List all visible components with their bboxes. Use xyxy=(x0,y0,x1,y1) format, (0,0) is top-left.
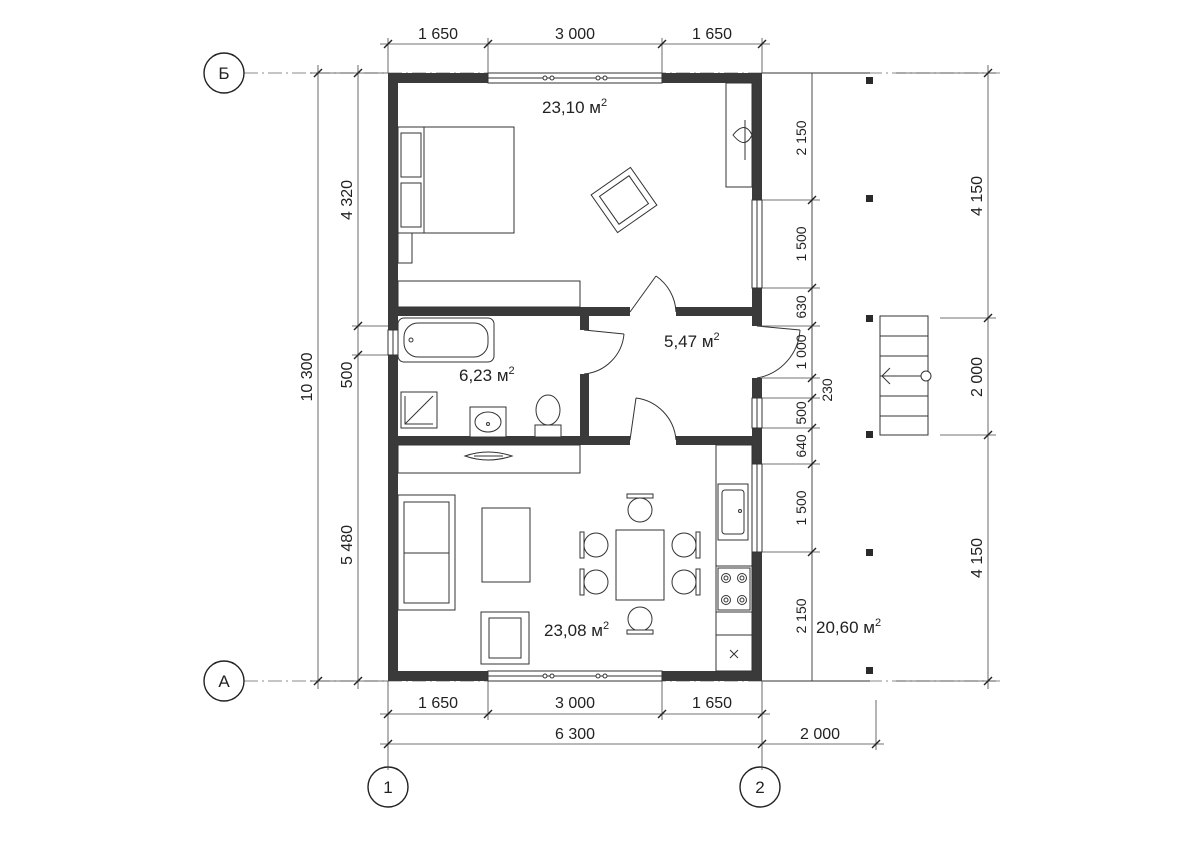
svg-text:23,08 м2: 23,08 м2 xyxy=(544,620,609,640)
dining-table xyxy=(615,529,665,601)
room-area-bathroom: 6,23 м2 xyxy=(459,365,515,385)
svg-text:5,47 м2: 5,47 м2 xyxy=(664,331,720,351)
kitchen-counter xyxy=(715,444,753,672)
svg-text:2: 2 xyxy=(755,778,764,797)
room-area-living: 23,08 м2 xyxy=(544,620,609,640)
dimension-left: 10 300 4 320 500 5 480 xyxy=(299,65,388,689)
svg-text:20,60 м2: 20,60 м2 xyxy=(816,617,881,637)
dim-right-outer-2: 2 000 xyxy=(969,357,986,397)
windows xyxy=(387,72,763,682)
axis-bubble-1: 1 xyxy=(367,766,409,808)
axis-bubble-2: 2 xyxy=(739,766,781,808)
dim-right-8: 2 150 xyxy=(793,598,809,633)
dim-right-outer-1: 4 150 xyxy=(969,176,986,216)
interior-walls xyxy=(398,307,752,445)
toilet xyxy=(534,394,562,438)
sofa xyxy=(397,494,456,611)
dim-right-2: 1 500 xyxy=(793,226,809,261)
bathtub xyxy=(397,317,495,363)
dim-left-2: 500 xyxy=(339,362,356,389)
exterior-walls xyxy=(388,73,762,681)
sink xyxy=(469,406,507,438)
dim-right-outer-3: 4 150 xyxy=(969,538,986,578)
axis-bubble-a: А xyxy=(203,660,245,702)
doors xyxy=(583,275,801,441)
coffee-table xyxy=(481,507,531,583)
dim-right-1: 2 150 xyxy=(793,120,809,155)
shower xyxy=(400,391,438,429)
dim-left-total: 10 300 xyxy=(299,352,316,401)
room-area-terrace: 20,60 м2 xyxy=(816,617,881,637)
dimension-top: 1 650 3 000 1 650 xyxy=(380,26,770,73)
svg-text:А: А xyxy=(218,672,230,691)
svg-text:1: 1 xyxy=(383,778,392,797)
room-area-hall: 5,47 м2 xyxy=(664,331,720,351)
kitchen-sink xyxy=(717,483,749,541)
dimension-right-inner: 2 150 1 500 630 1 000 500 640 1 500 2 15… xyxy=(762,73,835,681)
dim-left-1: 4 320 xyxy=(339,180,356,220)
svg-text:Б: Б xyxy=(218,64,229,83)
dim-right-6: 640 xyxy=(793,434,809,458)
bed xyxy=(397,126,515,264)
terrace xyxy=(762,72,873,682)
bedroom-cabinet xyxy=(725,82,753,188)
dim-right-3: 630 xyxy=(793,295,809,319)
dim-right-5: 500 xyxy=(793,401,809,425)
dim-left-3: 5 480 xyxy=(339,525,356,565)
axis-bubble-b: Б xyxy=(203,52,245,94)
armchair-bedroom xyxy=(590,166,658,234)
dim-bottom-3: 1 650 xyxy=(692,695,732,712)
dim-right-4: 1 000 xyxy=(793,334,809,369)
dim-230: 230 xyxy=(819,378,835,402)
dim-top-2: 3 000 xyxy=(555,26,595,43)
dim-bottom-terrace: 2 000 xyxy=(800,726,840,743)
dining-chairs xyxy=(579,493,701,635)
armchair-living xyxy=(480,611,530,665)
dim-top-3: 1 650 xyxy=(692,26,732,43)
dimension-right-outer: 4 150 2 000 4 150 xyxy=(896,65,996,689)
svg-text:6,23 м2: 6,23 м2 xyxy=(459,365,515,385)
dim-right-7: 1 500 xyxy=(793,490,809,525)
dim-bottom-1: 1 650 xyxy=(418,695,458,712)
dim-bottom-2: 3 000 xyxy=(555,695,595,712)
room-area-bedroom: 23,10 м2 xyxy=(542,97,607,117)
entrance-stairs xyxy=(879,315,932,436)
living-cabinet xyxy=(397,444,581,474)
wardrobe xyxy=(397,280,581,308)
svg-text:23,10 м2: 23,10 м2 xyxy=(542,97,607,117)
dimension-bottom: 1 650 3 000 1 650 6 300 2 000 xyxy=(380,681,884,770)
dim-top-1: 1 650 xyxy=(418,26,458,43)
dim-bottom-total: 6 300 xyxy=(555,726,595,743)
stove xyxy=(717,567,751,611)
terrace-posts xyxy=(866,77,873,674)
